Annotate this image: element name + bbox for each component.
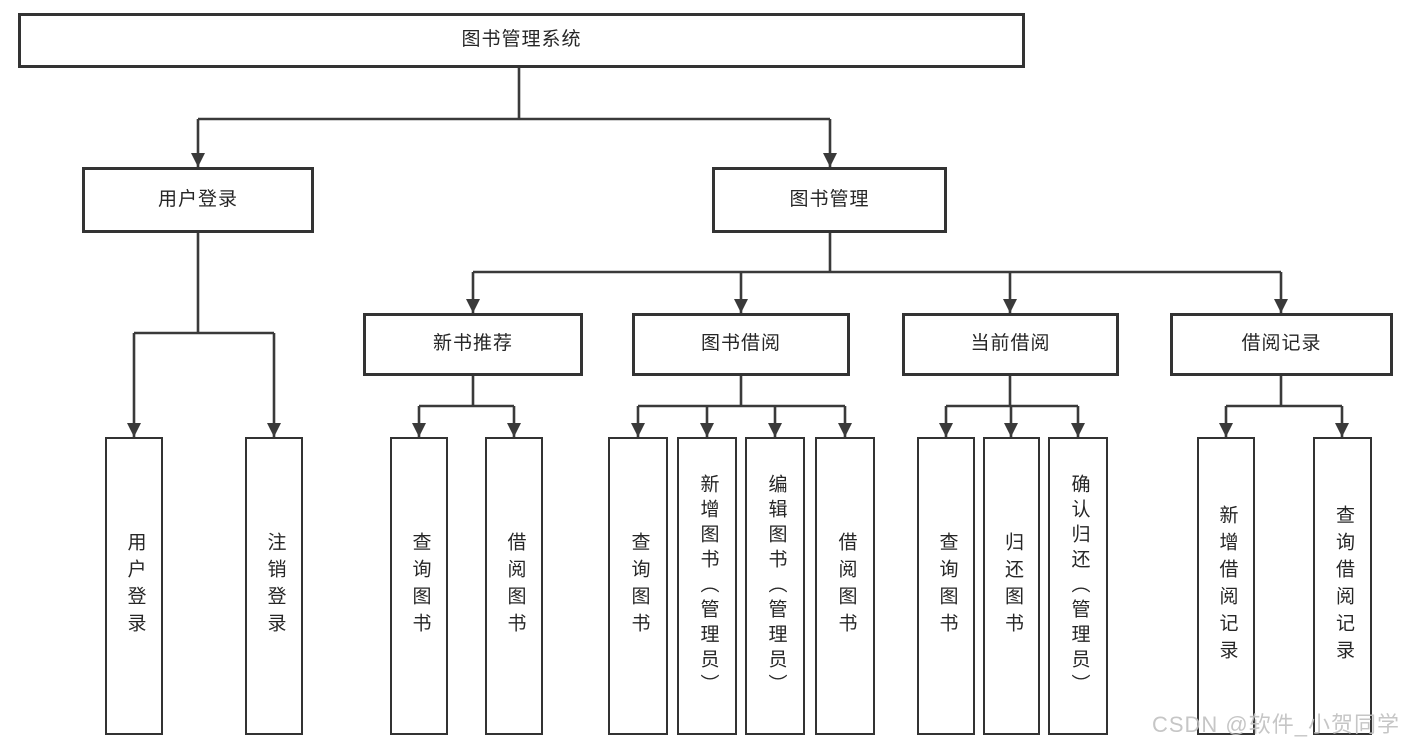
node-user-login: 用户登录	[82, 167, 314, 233]
node-new-book-recommend: 新书推荐	[363, 313, 583, 376]
leaf-node-borrow-books-2: 借阅图书	[815, 437, 875, 735]
connector-trunks	[134, 68, 1342, 408]
leaf-node-logout: 注销登录	[245, 437, 303, 735]
node-borrow-records: 借阅记录	[1170, 313, 1393, 376]
csdn-watermark: CSDN @软件_小贺同学	[1151, 712, 1400, 737]
node-book-management: 图书管理	[712, 167, 947, 233]
leaf-node-borrow-books-1: 借阅图书	[485, 437, 543, 735]
leaf-node-edit-books-admin: 编辑图书（管理员）	[745, 437, 805, 735]
leaf-node-user-login: 用户登录	[105, 437, 163, 735]
leaf-node-return-books: 归还图书	[983, 437, 1040, 735]
leaf-node-query-books-1: 查询图书	[390, 437, 448, 735]
leaf-node-query-books-3: 查询图书	[917, 437, 975, 735]
leaf-node-add-borrow-record: 新增借阅记录	[1197, 437, 1255, 735]
leaf-node-query-books-2: 查询图书	[608, 437, 668, 735]
leaf-node-confirm-return-admin: 确认归还（管理员）	[1048, 437, 1108, 735]
node-book-borrow: 图书借阅	[632, 313, 850, 376]
root-node-library-system: 图书管理系统	[18, 13, 1025, 68]
node-current-borrow: 当前借阅	[902, 313, 1119, 376]
leaf-node-query-borrow-record: 查询借阅记录	[1313, 437, 1372, 735]
leaf-node-add-books-admin: 新增图书（管理员）	[677, 437, 737, 735]
